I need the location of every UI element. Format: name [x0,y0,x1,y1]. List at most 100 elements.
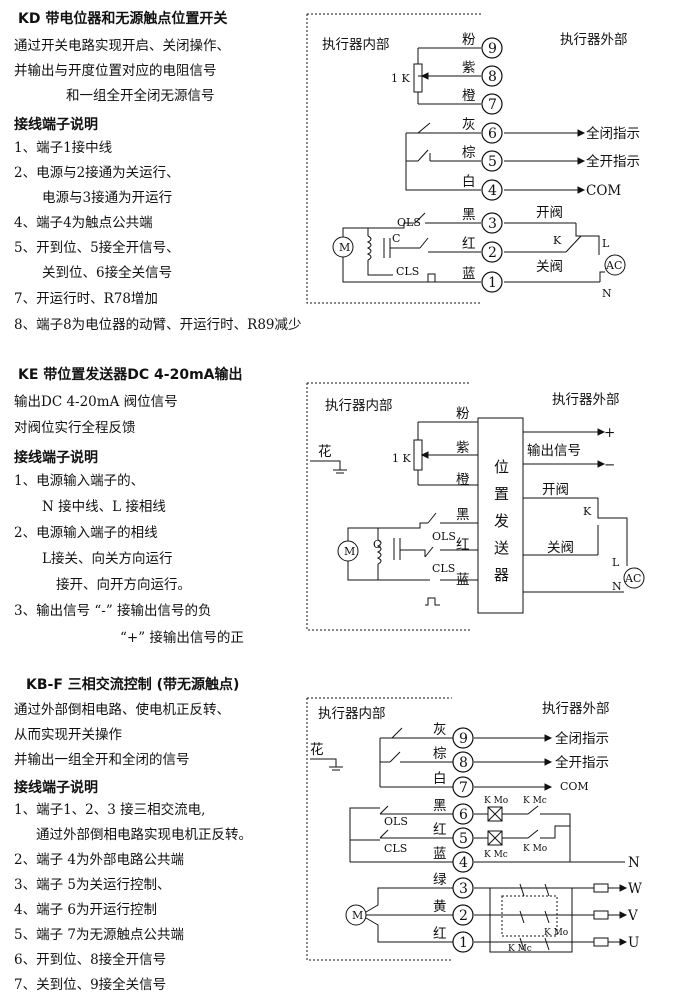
kd-signal-outputs: 全闭指示 全开指示 COM [504,125,640,199]
kd-terminal-number: 4 [488,183,497,199]
kbf-title: KB-F 三相交流控制 (带无源触点) [26,677,240,693]
kbf-note: 5、端子 7为无源触点公共端 [14,927,184,943]
kbf-wiring-title: 接线端子说明 [14,780,98,796]
kd-terminal-6[interactable] [481,122,503,144]
kbf-diagram: 执行器内部 执行器外部 花 OLS CLS [306,697,642,961]
ke-box-char: 置 [494,485,509,503]
kbf-wire-color: 黑 [433,798,447,814]
ke-boundary [306,383,470,631]
kd-terminal-5[interactable] [481,150,503,172]
kd-wire-color: 橙 [462,88,476,104]
ke-box-char: 位 [494,458,509,476]
ke-wire-color: 红 [456,537,470,553]
kd-terminal-3[interactable] [481,212,503,234]
ke-box-char: 器 [494,566,509,584]
kbf-note: 7、关到位、9接全关信号 [14,977,167,993]
kd-terminal-4[interactable] [481,179,503,201]
kd-terminal-number: 3 [488,216,497,232]
kbf-ols-label: OLS [384,815,408,828]
ke-outside-label: 执行器外部 [552,392,620,408]
ke-n-label: N [612,580,622,593]
kbf-inside-label: 执行器内部 [318,706,386,722]
ke-note: 2、电源输入端子的相线 [14,525,158,541]
kbf-terminal-9[interactable] [452,727,474,749]
ke-wire-color: 粉 [456,406,470,422]
kd-desc-3: 和一组全开全闭无源信号 [66,88,215,104]
kbf-wire-color: 绿 [433,872,447,888]
ke-transmitter-box [477,417,524,614]
kd-note: 8、端子8为电位器的动臂、开运行时、R89减少 [14,317,302,333]
kd-terminal-number: 7 [488,97,497,113]
kbf-terminal-1[interactable] [452,931,474,953]
kd-cls-label: CLS [396,265,419,278]
kd-ac-symbol [604,254,626,276]
kd-external-ac: AC 开阀 关阀 K L N [504,205,626,300]
ke-out-signal: 输出信号 [527,443,581,459]
kbf-terminal-5[interactable] [452,827,474,849]
kd-terminal-number: 6 [488,126,497,142]
ke-title: KE 带位置发送器DC 4-20mA输出 [18,367,243,383]
kd-motor-circuit: M C OLS CLS [332,212,440,283]
kbf-terminal-6[interactable] [452,803,474,825]
kbf-internal-wires: OLS CLS [349,727,456,863]
kbf-out-close: 全闭指示 [555,730,609,747]
ke-minus: − [604,457,615,473]
ke-box-char: 送 [494,539,509,557]
kbf-terminal-3[interactable] [452,877,474,899]
kd-terminal-9[interactable] [481,37,503,59]
kbf-v-label: V [627,908,638,924]
kbf-terminal-number: 2 [459,908,468,924]
kd-pot-label: 1 K [391,72,410,85]
kd-desc-2: 并输出与开度位置对应的电阻信号 [14,63,217,79]
kd-boundary [306,14,481,304]
kd-terminal-number: 5 [488,154,497,170]
kd-wire-color: 红 [462,236,476,252]
kbf-three-phase: W V U K Mo K Mc [474,881,642,954]
ke-hua-label: 花 [318,444,332,460]
ke-open-valve: 开阀 [542,482,569,498]
kd-wiring-title: 接线端子说明 [14,117,98,133]
kd-diagram: 执行器内部 执行器外部 1 K [306,13,640,304]
kd-wire-color: 棕 [462,145,476,161]
kd-title: KD 带电位器和无源触点位置开关 [18,11,228,27]
kd-terminal-2[interactable] [481,241,503,263]
kbf-out-com: COM [560,780,589,793]
ke-wire-color: 紫 [456,440,470,456]
kd-terminal-number: 1 [488,275,497,291]
ke-k-label: K [583,505,592,518]
kd-terminal-8[interactable] [481,65,503,87]
kd-note: 1、端子1接中线 [14,140,113,156]
ke-box-label: 位置发送器 [494,458,509,584]
kbf-terminal-number: 9 [459,731,468,747]
ke-ac-label: AC [624,572,641,585]
ke-box-char: 发 [494,512,509,530]
kd-limit-contacts [405,122,431,191]
kd-out-com: COM [586,183,621,199]
kbf-boundary [306,698,452,961]
kd-ac-label: AC [605,259,622,272]
kbf-wire-color: 灰 [433,722,447,738]
ke-note: 接开、向开方向运行。 [56,577,191,593]
kbf-terminal-8[interactable] [452,751,474,773]
kd-wire-color: 粉 [462,32,476,48]
kd-note: 5、开到位、5接全开信号、 [14,240,180,256]
kd-terminal-number: 9 [488,41,497,57]
kbf-desc-3: 并输出一组全开和全闭的信号 [14,752,190,768]
kbf-terminal-2[interactable] [452,904,474,926]
ke-note: 1、电源输入端子的、 [14,473,145,489]
kbf-w-label: W [628,881,642,897]
ke-wire-color: 橙 [456,472,470,488]
kbf-kmc-label: K Mc [508,944,532,954]
ke-inside-label: 执行器内部 [325,398,393,414]
ke-wiring-title: 接线端子说明 [14,450,98,466]
kd-terminal-1[interactable] [481,271,503,293]
kbf-wire-color: 红 [433,822,447,838]
kd-terminal-7[interactable] [481,93,503,115]
ke-external: + − 输出信号 开阀 关阀 AC K L N [523,425,645,593]
kbf-terminal-4[interactable] [452,851,474,873]
kbf-terminal-7[interactable] [452,776,474,798]
kbf-wire-color: 黄 [433,899,447,915]
kd-wire-color: 灰 [462,117,476,133]
